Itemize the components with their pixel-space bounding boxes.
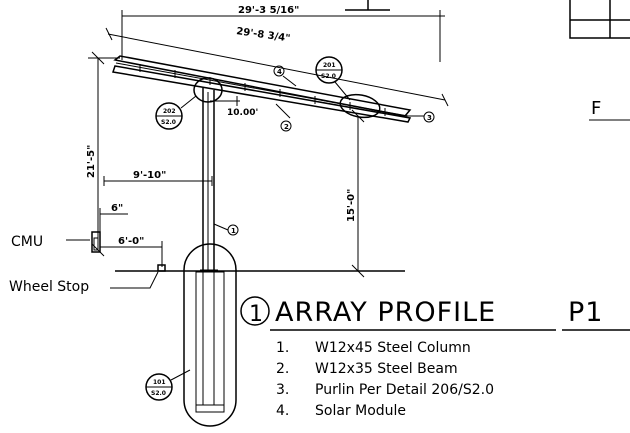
- module-beam-assembly: [112, 55, 412, 123]
- callout-3: 3: [406, 111, 435, 123]
- title-scale-partial: P1: [568, 297, 603, 328]
- column-offset-dimension: 9'-10": [103, 170, 213, 186]
- title-block: 1 ARRAY PROFILE P1: [240, 296, 630, 331]
- detail-202-number: 202: [163, 108, 176, 115]
- clear-height-dimension: 15'-0": [346, 109, 365, 278]
- wheel-stop-label: Wheel Stop: [9, 279, 89, 295]
- callout-2-number: 2: [284, 123, 289, 131]
- detail-201-number: 201: [323, 62, 336, 69]
- note-2-number: 2.: [276, 361, 289, 377]
- detail-tag-101[interactable]: 101 S2.0: [145, 369, 191, 401]
- callout-4: 4: [273, 65, 297, 87]
- detail-202-sheet: S2.0: [161, 119, 176, 126]
- callout-3-number: 3: [427, 114, 432, 122]
- detail-201-sheet: S2.0: [321, 73, 336, 80]
- note-3-number: 3.: [276, 382, 289, 398]
- span-outer-dimension: 29'-3 5/16": [238, 5, 299, 16]
- cmu-label: CMU: [11, 234, 43, 250]
- note-3-text: Purlin Per Detail 206/S2.0: [315, 382, 494, 398]
- title-text: ARRAY PROFILE: [275, 297, 496, 328]
- partial-table: [345, 0, 630, 39]
- clear-height-text: 15'-0": [346, 189, 357, 222]
- detail-101-number: 101: [153, 379, 166, 386]
- note-2-text: W12x35 Steel Beam: [315, 361, 458, 377]
- callout-1-number: 1: [231, 227, 236, 235]
- callout-4-number: 4: [277, 68, 282, 76]
- cmu-wheelstop-detail: 6" 6'-0": [66, 203, 166, 289]
- note-1-number: 1.: [276, 340, 289, 356]
- partial-title-text: F: [591, 98, 601, 119]
- detail-tag-202[interactable]: 202 S2.0: [155, 95, 197, 130]
- title-number: 1: [249, 302, 264, 327]
- callout-1: 1: [213, 223, 239, 236]
- beam-offset-text: 10.00': [227, 108, 258, 118]
- beam-offset-dimension: 10.00': [210, 96, 258, 118]
- note-4-text: Solar Module: [315, 403, 406, 419]
- cmu-width-text: 6": [111, 203, 123, 214]
- foundation-pier: [183, 243, 237, 427]
- overall-height-text: 21'-5": [86, 145, 97, 178]
- notes-list: 1. W12x45 Steel Column 2. W12x35 Steel B…: [276, 340, 494, 419]
- detail-101-sheet: S2.0: [151, 390, 166, 397]
- note-4-number: 4.: [276, 403, 289, 419]
- overall-height-dimension: 21'-5": [86, 51, 120, 257]
- callout-2: 2: [275, 103, 292, 132]
- detail-tag-201[interactable]: 201 S2.0: [315, 56, 351, 101]
- steel-column: [200, 88, 218, 271]
- span-inner-dimension: 29'-8 3/4": [236, 26, 291, 44]
- column-offset-text: 9'-10": [133, 170, 166, 181]
- note-1-text: W12x45 Steel Column: [315, 340, 471, 356]
- wheel-stop-offset-text: 6'-0": [118, 236, 144, 247]
